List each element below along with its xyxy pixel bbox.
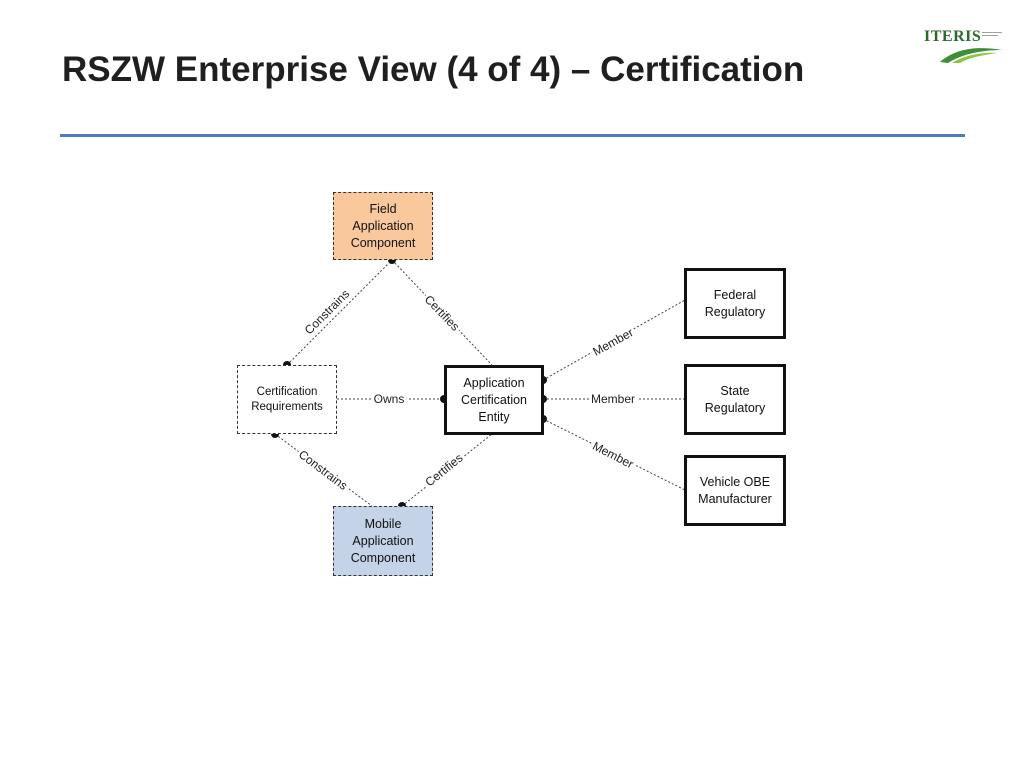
edge-member-vehicle bbox=[542, 418, 686, 491]
federal-regulatory-node: Federal Regulatory bbox=[684, 268, 786, 339]
edge-label-member-state: Member bbox=[591, 392, 635, 406]
application-certification-entity-node: Application Certification Entity bbox=[444, 365, 544, 435]
certification-requirements-node: Certification Requirements bbox=[237, 365, 337, 434]
vehicle-obe-manufacturer-node: Vehicle OBE Manufacturer bbox=[684, 455, 786, 526]
edge-constrains-top bbox=[286, 259, 393, 366]
company-logo: ITERIS bbox=[924, 28, 1008, 68]
title-divider bbox=[60, 134, 965, 137]
logo-swoosh-icon bbox=[940, 48, 1002, 63]
edge-label-constrains-top: Constrains bbox=[302, 287, 352, 337]
edge-certifies-top bbox=[391, 259, 493, 366]
mobile-application-component-node: Mobile Application Component bbox=[333, 506, 433, 576]
edge-label-member-federal: Member bbox=[590, 325, 635, 359]
field-application-component-node: Field Application Component bbox=[333, 192, 433, 260]
slide-title: RSZW Enterprise View (4 of 4) – Certific… bbox=[62, 50, 805, 89]
edge-constrains-bottom bbox=[274, 433, 373, 507]
state-regulatory-node: State Regulatory bbox=[684, 364, 786, 435]
edge-member-federal bbox=[542, 299, 686, 381]
edge-label-certifies-bottom: Certifies bbox=[422, 451, 465, 490]
edge-certifies-bottom bbox=[401, 433, 493, 507]
logo-tagline-mark bbox=[982, 32, 1002, 36]
edge-label-owns: Owns bbox=[374, 392, 405, 406]
edge-label-certifies-top: Certifies bbox=[422, 292, 463, 333]
logo-wordmark: ITERIS bbox=[924, 28, 982, 45]
edge-label-constrains-bottom: Constrains bbox=[296, 447, 350, 493]
edge-label-member-vehicle: Member bbox=[590, 439, 636, 471]
